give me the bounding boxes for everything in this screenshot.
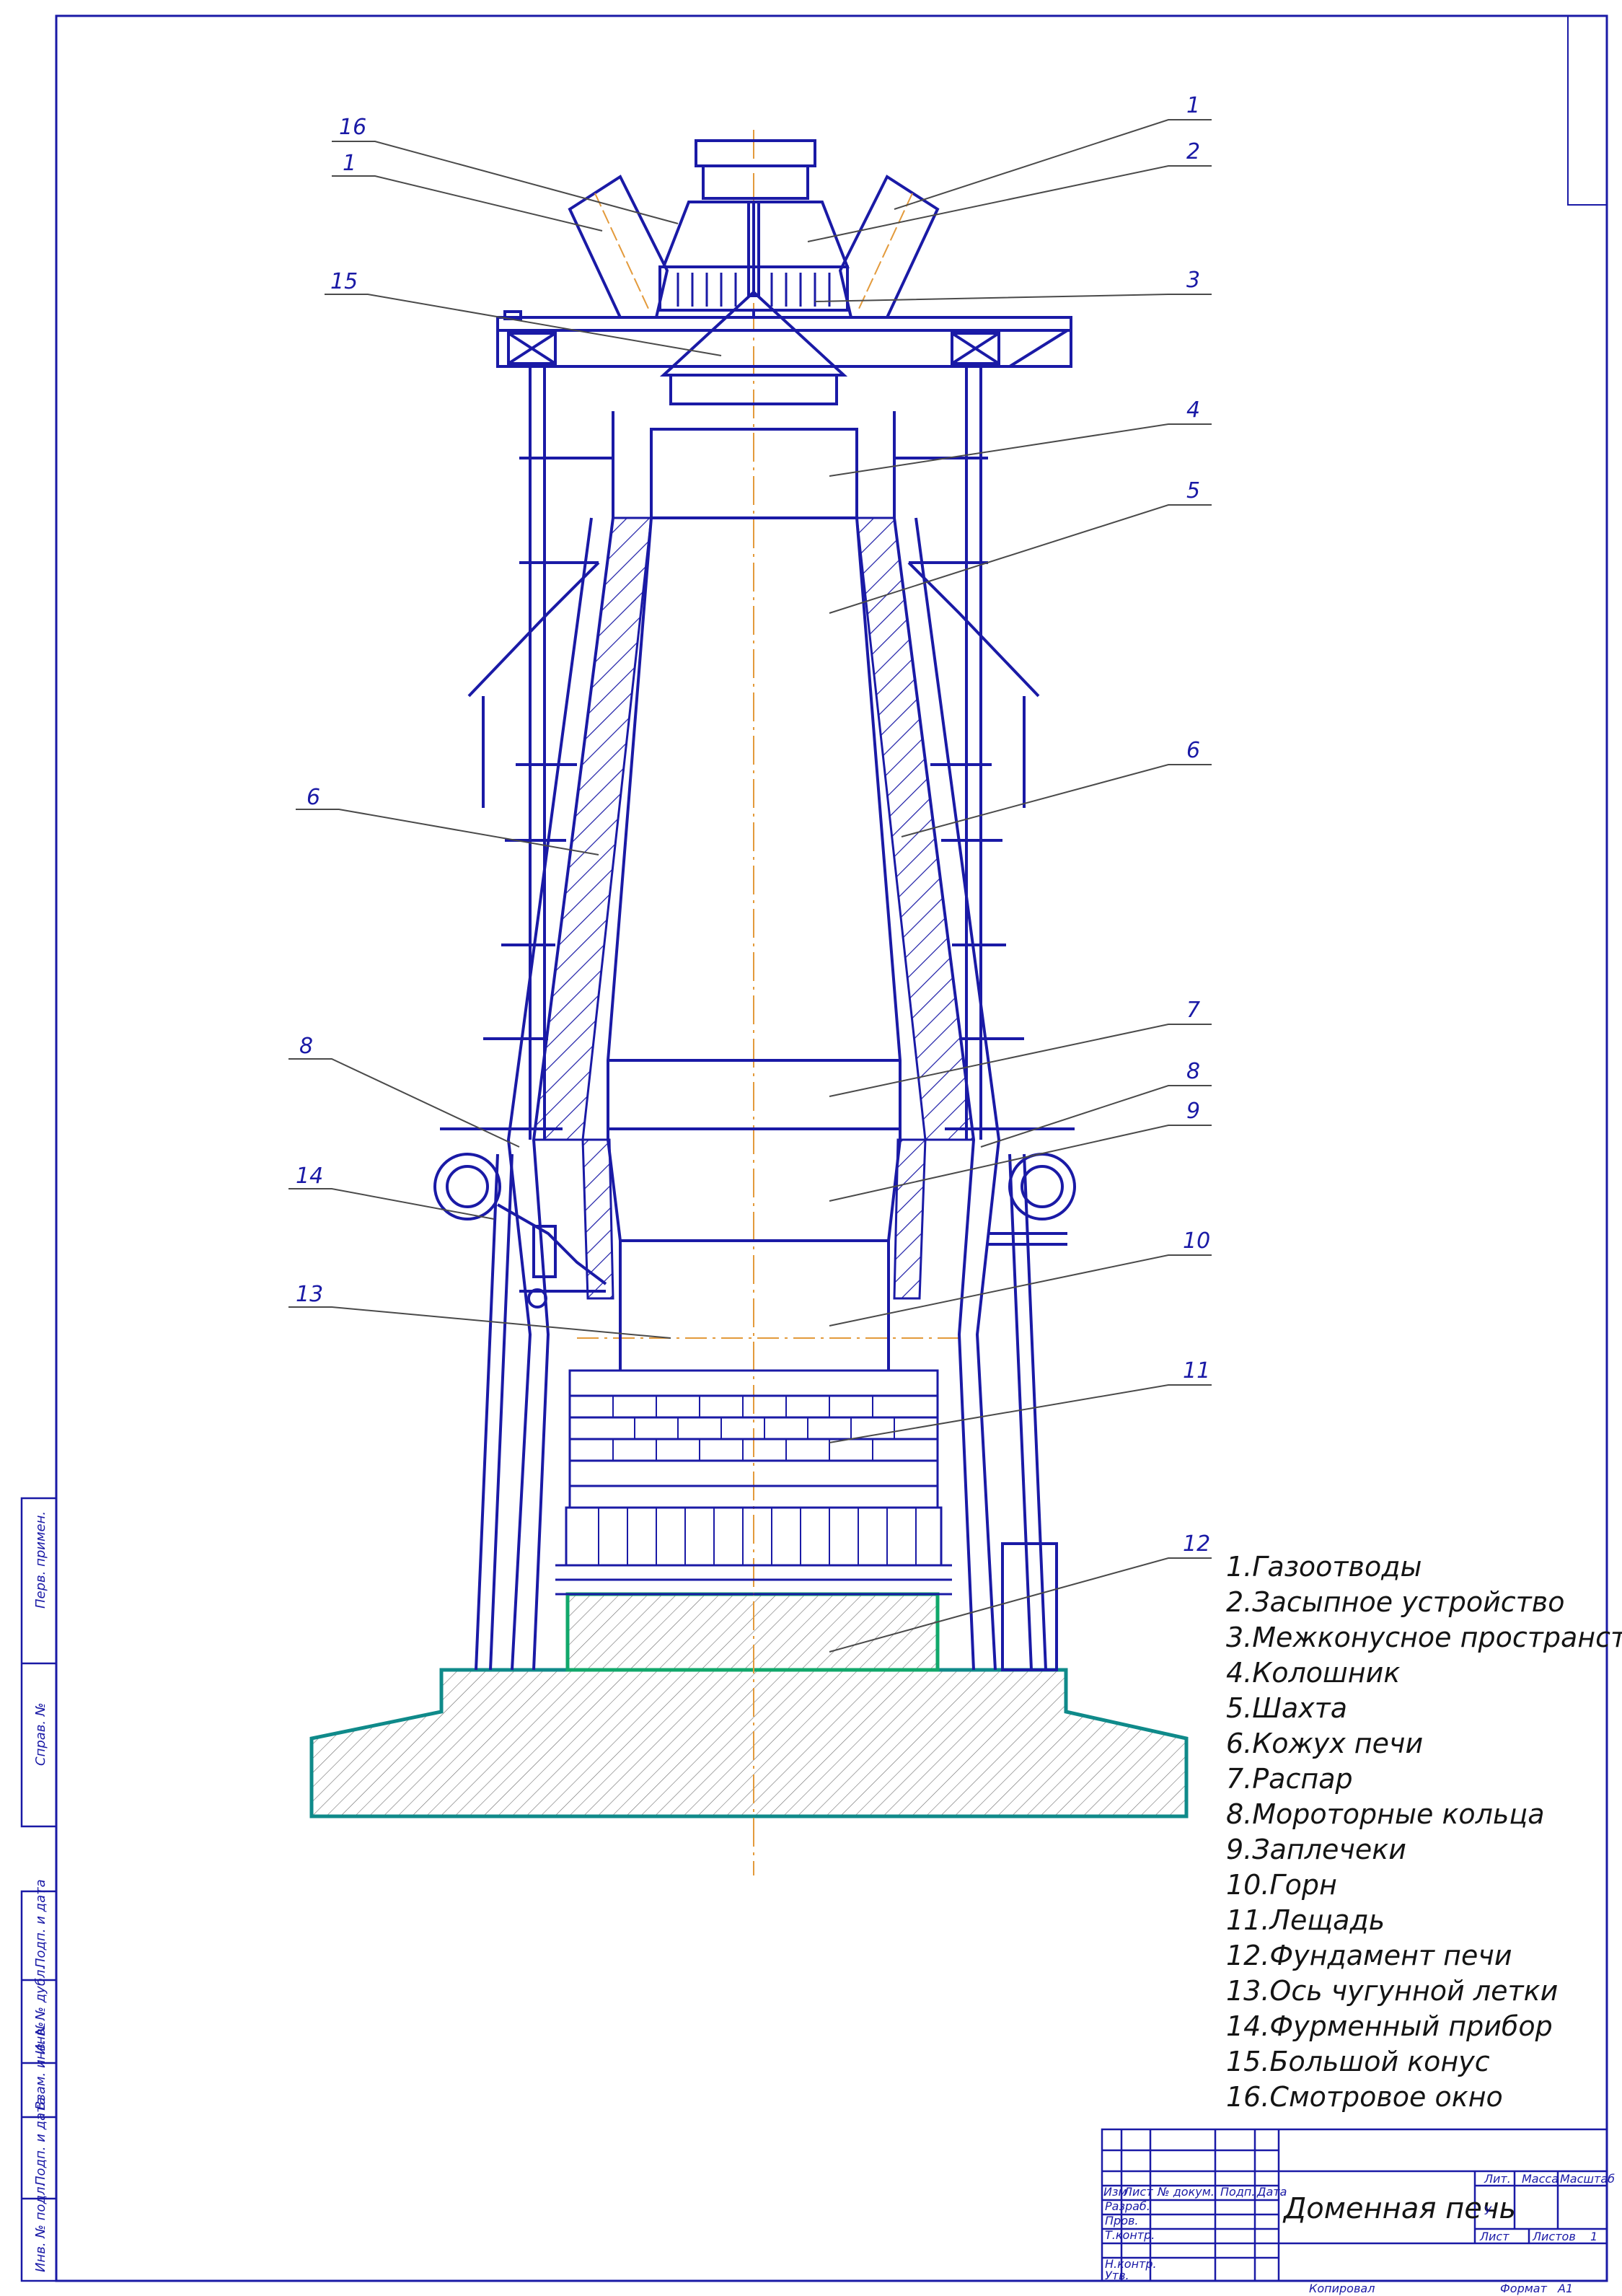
callout-16: 16 <box>339 115 366 140</box>
callout-14: 14 <box>296 1164 323 1189</box>
tb-sheet: Лист <box>1479 2230 1509 2243</box>
tb-row-nkontr: Н.контр. <box>1105 2257 1157 2271</box>
title-block-text: Изм Лист № докум. Подп. Дата Разраб. Про… <box>1103 2172 1615 2295</box>
side-podp-data-1: Подп. и дата <box>33 1879 48 1968</box>
side-stamp-labels: Перв. примен. Справ. № Подп. и дата Инв.… <box>33 1511 48 2272</box>
tb-title: Доменная печь <box>1282 2192 1516 2225</box>
callout-10: 10 <box>1183 1228 1210 1254</box>
base-block-right <box>1001 1542 1058 1671</box>
tb-row-utv: Утв. <box>1105 2269 1129 2282</box>
tb-kopiroval: Копировал <box>1309 2282 1375 2295</box>
tb-lit-value: У <box>1484 2204 1492 2217</box>
legend: 1.Газоотводы 2.Засыпное устройство 3.Меж… <box>1226 1551 1622 2113</box>
side-inv-podl: Инв. № подл. <box>33 2183 48 2272</box>
callout-1-right: 1 <box>1186 93 1200 118</box>
callout-4: 4 <box>1186 397 1200 423</box>
tb-col-podp: Подп. <box>1220 2185 1255 2199</box>
callout-1-left: 1 <box>343 151 356 176</box>
tb-row-prov: Пров. <box>1105 2214 1139 2227</box>
charging-apparatus <box>658 139 850 405</box>
legend-item-1: 1.Газоотводы <box>1226 1551 1422 1583</box>
callout-13: 13 <box>296 1282 323 1307</box>
tb-col-doc: № докум. <box>1157 2185 1215 2199</box>
callout-6-right: 6 <box>1186 738 1200 763</box>
tb-masshtab: Масштаб <box>1560 2172 1615 2186</box>
tuyere-assembly <box>497 1203 1067 1308</box>
tb-row-tkontr: Т.контр. <box>1105 2228 1155 2242</box>
side-stamp <box>20 1497 58 2282</box>
callout-2: 2 <box>1186 139 1200 164</box>
tb-format: Формат <box>1500 2282 1548 2295</box>
legend-item-4: 4.Колошник <box>1226 1657 1400 1689</box>
sheet-frame <box>55 14 1608 2282</box>
legend-item-11: 11.Лещадь <box>1226 1904 1385 1936</box>
hearth-brick-joints <box>598 1396 917 1565</box>
legend-item-12: 12.Фундамент печи <box>1226 1940 1512 1971</box>
support-columns <box>475 366 1047 1671</box>
legend-item-9: 9.Заплечеки <box>1226 1834 1406 1865</box>
tb-sheets: Листов <box>1532 2230 1576 2243</box>
refractory-lining <box>532 516 975 1300</box>
tb-col-izm: Изм <box>1103 2185 1127 2199</box>
side-perv-primen: Перв. примен. <box>33 1511 48 1609</box>
platform-levels <box>440 457 1075 1130</box>
callout-15: 15 <box>330 269 358 294</box>
bustle-pipe-right <box>1008 1153 1076 1220</box>
tb-col-data: Дата <box>1256 2185 1287 2199</box>
callout-6-left: 6 <box>307 785 320 810</box>
tb-sheets-value: 1 <box>1590 2230 1597 2243</box>
tb-format-value: А1 <box>1557 2282 1573 2295</box>
callout-3: 3 <box>1186 268 1200 293</box>
legend-item-15: 15.Большой конус <box>1226 2046 1490 2077</box>
gas-offtake-centerlines <box>594 193 913 311</box>
furnace-outline <box>506 411 1001 1671</box>
callout-8-right: 8 <box>1186 1059 1200 1084</box>
side-podp-data-2: Подп. и дата <box>33 2097 48 2186</box>
callout-8-left: 8 <box>299 1034 313 1059</box>
callout-9: 9 <box>1186 1099 1200 1124</box>
legend-item-2: 2.Засыпное устройство <box>1226 1586 1564 1618</box>
side-inv-dubl: Инв. № дубл. <box>33 1966 48 2054</box>
side-sprav-no: Справ. № <box>33 1702 48 1766</box>
callout-numbers: 16 1 15 6 8 14 13 1 2 3 4 5 6 7 8 9 10 1… <box>296 93 1210 1557</box>
legend-item-8: 8.Мороторные кольца <box>1226 1798 1545 1830</box>
title-block <box>1101 2128 1608 2282</box>
callout-11: 11 <box>1183 1358 1210 1384</box>
legend-item-5: 5.Шахта <box>1226 1692 1347 1724</box>
leader-lines <box>288 119 1212 1653</box>
charging-apparatus-slots <box>676 273 831 307</box>
legend-item-14: 14.Фурменный прибор <box>1226 2010 1553 2042</box>
legend-item-7: 7.Распар <box>1226 1763 1353 1795</box>
legend-item-6: 6.Кожух печи <box>1226 1728 1423 1759</box>
callout-7: 7 <box>1186 998 1200 1023</box>
hearth-bricks <box>555 1369 952 1596</box>
callout-5: 5 <box>1186 478 1200 503</box>
legend-item-16: 16.Смотровое окно <box>1226 2081 1503 2113</box>
callout-12: 12 <box>1183 1531 1210 1557</box>
bustle-pipe-left <box>433 1153 501 1220</box>
tb-col-list: Лист <box>1123 2185 1153 2199</box>
tb-row-razrab: Разраб. <box>1105 2199 1150 2213</box>
tb-lit: Лит. <box>1484 2172 1511 2186</box>
legend-item-3: 3.Межконусное пространство <box>1226 1622 1622 1653</box>
top-platform <box>496 310 1072 368</box>
side-vzam-inv: Взам. инв. № <box>33 2022 48 2110</box>
tb-massa: Масса <box>1522 2172 1559 2186</box>
legend-item-13: 13.Ось чугунной летки <box>1226 1975 1558 2007</box>
legend-item-10: 10.Горн <box>1226 1869 1337 1901</box>
